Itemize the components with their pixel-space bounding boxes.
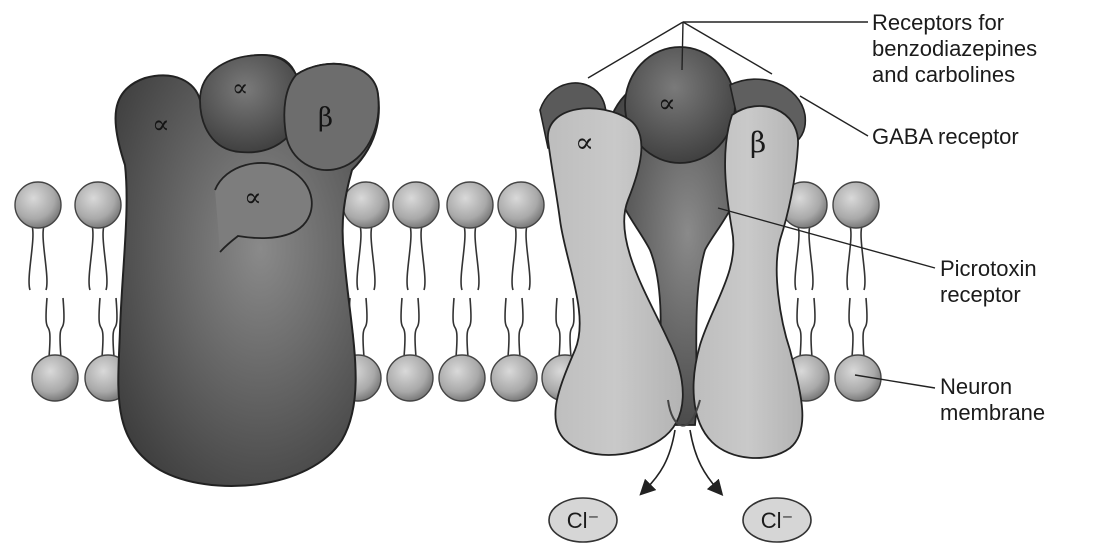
label-benzodiazepine-receptors: Receptors for benzodiazepines and carbol… [872,10,1037,88]
lipid-head-bottom [439,355,485,401]
lipid-tail [29,226,33,290]
lipid-head-bottom [32,355,78,401]
lipid-head-top [75,182,121,228]
lipid-tail [861,226,865,290]
label-picrotoxin-line2: receptor [940,282,1037,308]
lipid-head-bottom [387,355,433,401]
label-picrotoxin-line1: Picrotoxin [940,256,1037,282]
lipid-tail [371,226,375,290]
lipid-tail [811,298,815,357]
lipid-tail [60,298,64,357]
lipid-tail [407,226,411,290]
lipid-head-top [393,182,439,228]
lipid-tail [467,298,471,357]
label-picrotoxin-receptor: Picrotoxin receptor [940,256,1037,308]
lipid-tail [99,298,103,357]
lipid-tail [795,226,799,290]
lipid-tail [519,298,523,357]
lipid-head-top [498,182,544,228]
lipid-tail [421,226,425,290]
receptor-cross-section: ∝ ∝ β [540,47,805,458]
receptor-exterior-view: ∝ ∝ β ∝ [115,55,378,486]
label-benzo-line2: benzodiazepines [872,36,1037,62]
lipid-tail [363,298,367,357]
lipid-tail [415,298,419,357]
lipid-tail [89,226,93,290]
label-benzo-line3: and carbolines [872,62,1037,88]
lipid-head-top [15,182,61,228]
lipid-tail [461,226,465,290]
alpha-label-2: ∝ [232,74,248,102]
chloride-ion-right: Cl⁻ [743,498,811,542]
chloride-ion-left: Cl⁻ [549,498,617,542]
lipid-tail [357,226,361,290]
lipid-head-top [343,182,389,228]
lipid-tail [401,298,405,357]
lipid-tail [849,298,853,357]
lipid-tail [556,298,560,357]
lipid-tail [505,298,509,357]
lipid-head-top [447,182,493,228]
lipid-tail [570,298,574,357]
label-gaba-receptor: GABA receptor [872,124,1019,150]
lipid-tail [847,226,851,290]
alpha-label-5: ∝ [575,126,594,159]
lipid-tail [453,298,457,357]
label-membrane-line2: membrane [940,400,1045,426]
label-neuron-membrane: Neuron membrane [940,374,1045,426]
ion-label-right: Cl⁻ [761,508,793,533]
label-benzo-line1: Receptors for [872,10,1037,36]
alpha-label-4: ∝ [658,89,676,119]
lipid-tail [475,226,479,290]
lipid-tail [43,226,47,290]
lipid-tail [863,298,867,357]
label-membrane-line1: Neuron [940,374,1045,400]
lipid-tail [797,298,801,357]
lipid-tail [526,226,530,290]
lipid-tail [113,298,117,357]
lipid-head-top [833,182,879,228]
alpha-label-3: ∝ [244,183,262,213]
ion-label-left: Cl⁻ [567,508,599,533]
alpha-label-1: ∝ [152,110,170,140]
lipid-tail [46,298,50,357]
lipid-tail [809,226,813,290]
beta-label-2: β [750,126,766,159]
lipid-tail [103,226,107,290]
lipid-tail [512,226,516,290]
beta-label-1: β [318,103,333,133]
lipid-head-bottom [491,355,537,401]
